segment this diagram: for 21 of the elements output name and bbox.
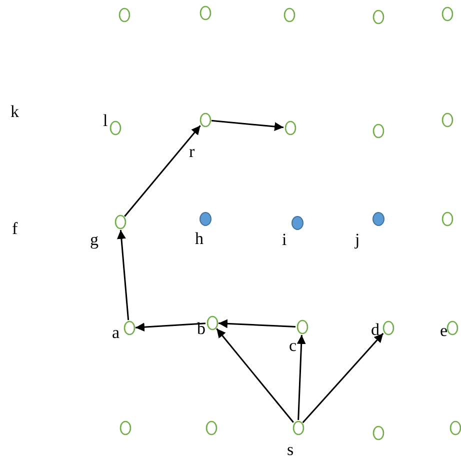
- point-label: l: [103, 112, 108, 130]
- arrow: [302, 332, 384, 424]
- point-label: g: [90, 231, 98, 249]
- arrow: [296, 334, 306, 420]
- point-label: h: [195, 230, 204, 248]
- arrow: [218, 319, 296, 328]
- point-label: c: [289, 337, 297, 355]
- arrow: [216, 328, 294, 423]
- point-label: d: [371, 321, 380, 339]
- arrow: [116, 230, 130, 320]
- arrow: [211, 120, 284, 132]
- point-label: f: [12, 220, 18, 238]
- arrow: [135, 322, 206, 332]
- point-label: j: [355, 231, 360, 249]
- point-label: k: [10, 103, 19, 121]
- point-label: a: [112, 324, 120, 342]
- point-label: s: [287, 441, 294, 456]
- point-label: i: [282, 231, 287, 249]
- point-label: r: [189, 143, 195, 161]
- point-label: e: [440, 322, 448, 340]
- arrow: [124, 125, 201, 217]
